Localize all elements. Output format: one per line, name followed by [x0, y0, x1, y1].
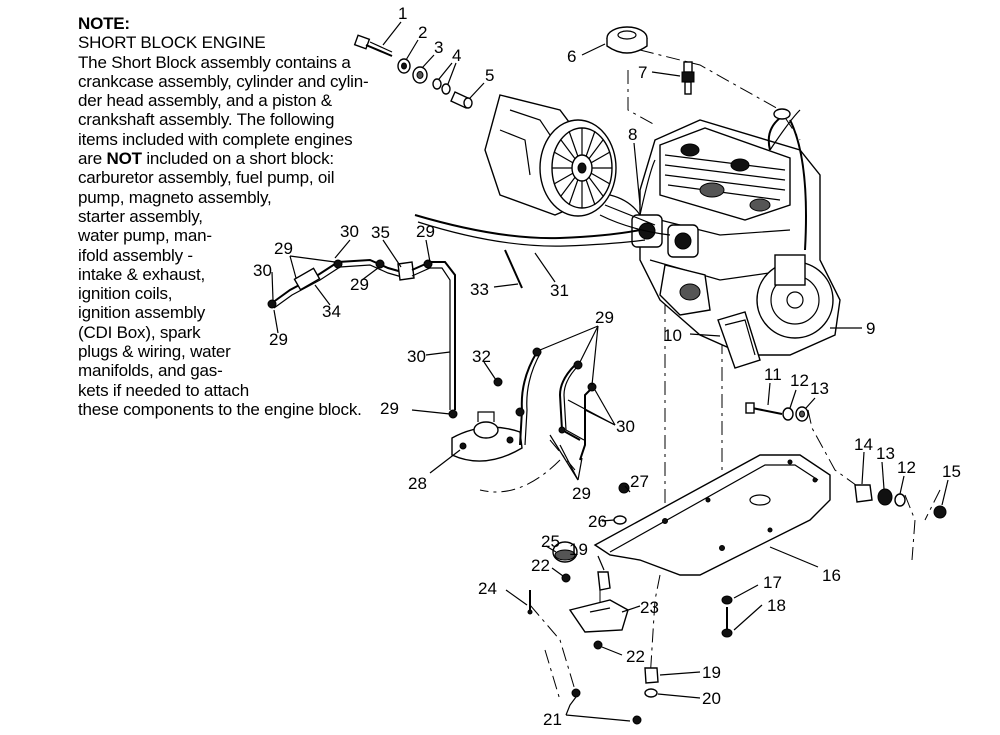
note-line: plugs & wiring, water — [78, 342, 231, 362]
callout-19: 19 — [702, 663, 721, 682]
callout-35: 35 — [371, 223, 390, 242]
right-hoses — [493, 347, 597, 461]
drive-clutch — [484, 94, 617, 217]
note-title: NOTE: — [78, 14, 130, 33]
callout-23: 23 — [640, 598, 659, 617]
note-text: are — [78, 149, 107, 169]
callout-29: 29 — [274, 239, 293, 258]
callout-29: 29 — [595, 308, 614, 327]
callout-14: 14 — [854, 435, 873, 454]
note-line: (CDI Box), spark — [78, 322, 201, 342]
callout-9: 9 — [866, 319, 875, 338]
callout-33: 33 — [470, 280, 489, 299]
callout-13: 13 — [810, 379, 829, 398]
drive-bolt-assembly — [353, 34, 473, 109]
callout-31: 31 — [550, 281, 569, 300]
callout-27: 27 — [630, 472, 649, 491]
callout-32: 32 — [472, 347, 491, 366]
note-line: pump, magneto assembly, — [78, 187, 272, 207]
callout-25: 25 — [541, 532, 560, 551]
callout-2: 2 — [418, 23, 427, 42]
engine-mount-plate — [593, 454, 831, 576]
callout-24: 24 — [478, 579, 497, 598]
note-line: carburetor assembly, fuel pump, oil — [78, 168, 335, 188]
note-subtitle: SHORT BLOCK ENGINE — [78, 33, 266, 53]
callout-11: 11 — [764, 365, 782, 384]
callout-16: 16 — [822, 566, 841, 585]
note-line: The Short Block assembly contains a — [78, 52, 351, 72]
spark-plug — [681, 61, 695, 95]
left-fuel-line — [267, 258, 458, 419]
note-emphasis: NOT — [106, 149, 142, 169]
callout-20: 20 — [702, 689, 721, 708]
callout-17: 17 — [763, 573, 782, 592]
note-line: manifolds, and gas- — [78, 361, 223, 381]
note-line: intake & exhaust, — [78, 264, 206, 284]
rod-33 — [504, 249, 523, 289]
note-line: ignition coils, — [78, 284, 173, 304]
callout-7: 7 — [638, 63, 647, 82]
callout-10: 10 — [663, 326, 682, 345]
callout-6: 6 — [567, 47, 576, 66]
leader-lines — [271, 21, 949, 722]
callout-15: 15 — [942, 462, 961, 481]
callout-13: 13 — [876, 444, 895, 463]
callout-30: 30 — [253, 261, 272, 280]
callout-22: 22 — [531, 556, 550, 575]
callout-1: 1 — [398, 4, 407, 23]
callout-30: 30 — [340, 222, 359, 241]
note-line: crankshaft assembly. The following — [78, 110, 335, 130]
note-line: kets if needed to attach — [78, 380, 249, 400]
throttle-cable — [414, 214, 646, 247]
fuel-pump — [451, 411, 523, 462]
callout-4: 4 — [452, 46, 461, 65]
callout-26: 26 — [588, 512, 607, 531]
callout-30: 30 — [407, 347, 426, 366]
short-block-note: NOTE: SHORT BLOCK ENGINE The Short Block… — [78, 14, 408, 419]
callout-29: 29 — [416, 222, 435, 241]
callout-12: 12 — [897, 458, 916, 477]
callout-5: 5 — [485, 66, 494, 85]
mount-hardware — [721, 402, 947, 638]
callout-12: 12 — [790, 371, 809, 390]
callout-22: 22 — [626, 647, 645, 666]
callout-19: 19 — [569, 540, 588, 559]
callout-34: 34 — [322, 302, 341, 321]
callout-29: 29 — [572, 484, 591, 503]
note-line: der head assembly, and a piston & — [78, 91, 332, 111]
note-line: these components to the engine block. — [78, 399, 362, 419]
callout-30: 30 — [616, 417, 635, 436]
note-line: ifold assembly - — [78, 245, 193, 265]
note-line: water pump, man- — [78, 226, 212, 246]
callout-18: 18 — [767, 596, 786, 615]
callout-21: 21 — [543, 710, 562, 729]
note-text: included on a short block: — [141, 149, 334, 169]
engine-block — [599, 108, 841, 369]
note-line: ignition assembly — [78, 303, 205, 323]
oil-cap — [606, 26, 648, 54]
callout-8: 8 — [628, 125, 637, 144]
note-line: starter assembly, — [78, 206, 203, 226]
note-line: items included with complete engines — [78, 129, 353, 149]
note-line: are NOT included on a short block: — [78, 149, 408, 168]
callout-numbers: 1 2 3 4 5 6 7 8 9 10 11 12 13 14 13 12 1… — [253, 4, 961, 729]
note-line: crankcase assembly, cylinder and cylin- — [78, 71, 369, 91]
callout-29: 29 — [269, 330, 288, 349]
callout-28: 28 — [408, 474, 427, 493]
callout-3: 3 — [434, 38, 443, 57]
callout-29: 29 — [380, 399, 399, 418]
callout-29: 29 — [350, 275, 369, 294]
